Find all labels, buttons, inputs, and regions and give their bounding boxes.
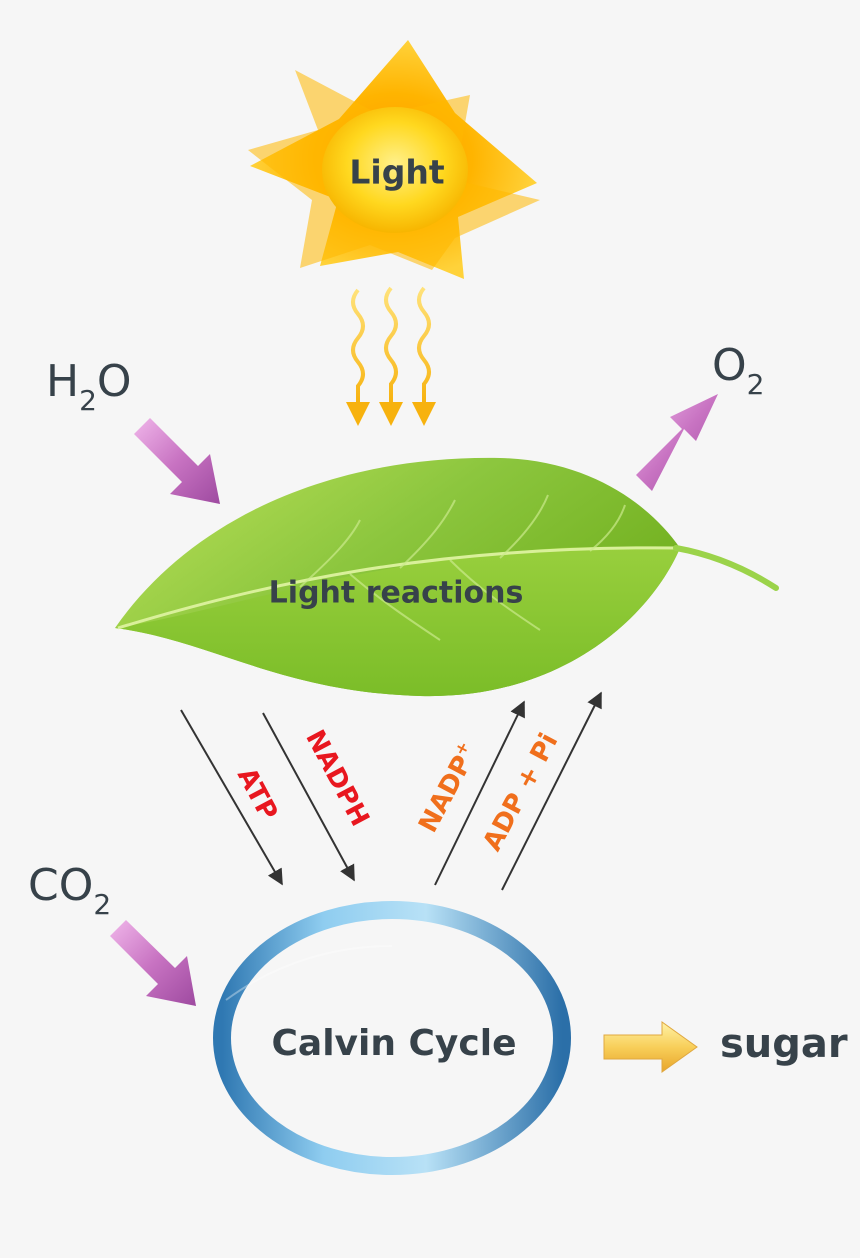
nadph-label: NADPH: [299, 725, 374, 831]
nadp-label: NADP+: [411, 738, 484, 838]
sugar-arrow: [603, 1021, 698, 1073]
nadp-arrow: [434, 700, 525, 886]
o2-label: O2: [712, 340, 764, 401]
o2-arrow: [636, 394, 718, 491]
sun-icon: Light: [248, 40, 540, 279]
atp-label: ATP: [231, 763, 283, 826]
calvin-cycle-label: Calvin Cycle: [271, 1023, 516, 1064]
leaf-icon: Light reactions: [115, 457, 779, 697]
h2o-arrow: [134, 418, 220, 504]
atp-arrow: [180, 709, 283, 886]
sugar-label: sugar: [720, 1021, 848, 1067]
adp-arrow: [501, 691, 602, 891]
nadph-arrow: [262, 712, 355, 882]
sun-label: Light: [349, 153, 444, 192]
calvin-cycle-ring: Calvin Cycle: [213, 901, 571, 1175]
light-waves: [346, 286, 436, 426]
co2-label: CO2: [28, 860, 111, 921]
h2o-label: H2O: [46, 356, 132, 417]
leaf-label: Light reactions: [269, 576, 524, 611]
co2-arrow: [110, 920, 196, 1006]
